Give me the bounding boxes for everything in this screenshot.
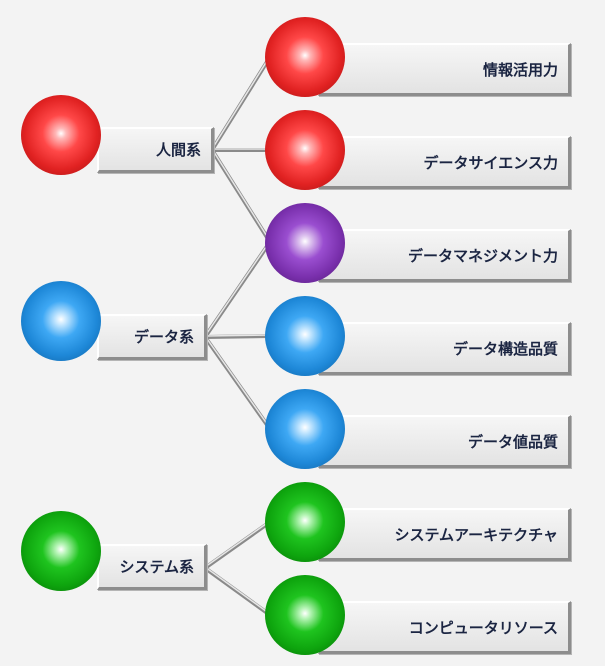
group-human-label-box: 人間系 bbox=[97, 127, 214, 173]
item-info-label-box: 情報活用力 bbox=[318, 43, 571, 96]
item-arch-label: システムアーキテクチャ bbox=[394, 525, 558, 544]
item-value-orb bbox=[265, 389, 345, 469]
item-arch-label-box: システムアーキテクチャ bbox=[318, 508, 571, 561]
item-value-label: データ値品質 bbox=[467, 432, 558, 451]
group-data-orb bbox=[21, 281, 101, 361]
item-structure-orb bbox=[265, 296, 345, 376]
connector-system-resource bbox=[203, 566, 272, 617]
item-management-label: データマネジメント力 bbox=[407, 246, 558, 265]
group-system-orb bbox=[21, 511, 101, 591]
item-structure-label: データ構造品質 bbox=[452, 339, 558, 358]
item-management-label-box: データマネジメント力 bbox=[318, 229, 571, 282]
group-human-orb bbox=[21, 95, 101, 175]
group-system-label: システム系 bbox=[119, 558, 194, 576]
item-resource-label: コンピュータリソース bbox=[408, 618, 558, 637]
item-arch-orb bbox=[265, 482, 345, 562]
item-science-label: データサイエンス力 bbox=[423, 153, 558, 172]
item-info-label: 情報活用力 bbox=[482, 60, 558, 79]
item-science-label-box: データサイエンス力 bbox=[318, 136, 571, 189]
group-human-label: 人間系 bbox=[155, 141, 201, 159]
item-resource-label-box: コンピュータリソース bbox=[318, 601, 571, 654]
item-value-label-box: データ値品質 bbox=[318, 415, 571, 468]
group-system-label-box: システム系 bbox=[97, 544, 207, 590]
item-science-orb bbox=[265, 110, 345, 190]
group-data-label-box: データ系 bbox=[97, 314, 207, 360]
item-structure-label-box: データ構造品質 bbox=[318, 322, 571, 375]
item-resource-orb bbox=[265, 575, 345, 655]
item-management-orb bbox=[265, 203, 345, 283]
connector-data-structure bbox=[203, 334, 272, 339]
group-data-label: データ系 bbox=[133, 328, 194, 346]
connector-system-arch bbox=[203, 520, 272, 570]
item-info-orb bbox=[265, 17, 345, 97]
